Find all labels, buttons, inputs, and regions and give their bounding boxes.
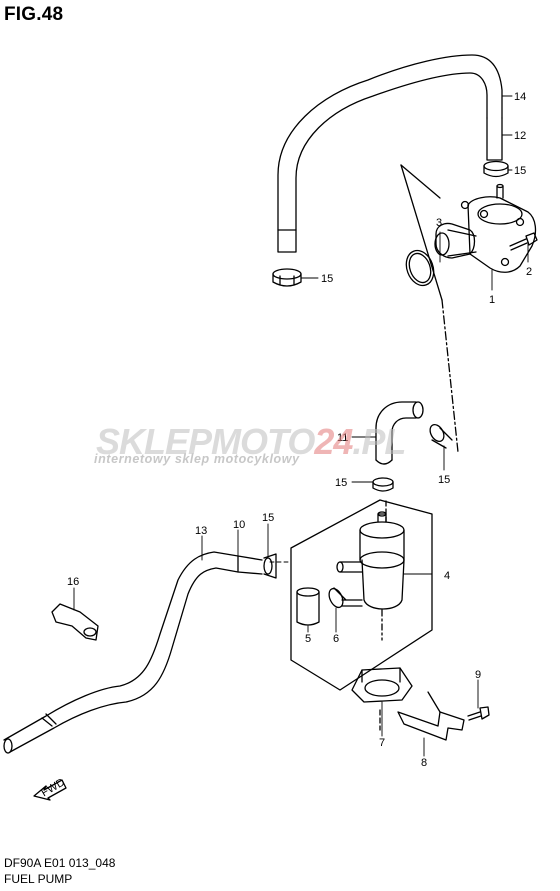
callout-7: 7 — [379, 737, 385, 749]
callout-1: 1 — [489, 294, 495, 306]
hose-part-13 — [3, 551, 263, 754]
figure-name: FUEL PUMP — [4, 872, 73, 886]
callout-15: 15 — [438, 474, 450, 486]
bracket-part-7 — [351, 667, 413, 731]
filter-group-outline — [290, 499, 433, 691]
callout-13: 13 — [195, 525, 207, 537]
bolt-part-2 — [509, 232, 538, 251]
callout-14: 14 — [514, 91, 526, 103]
clamp-part-15-left — [272, 268, 302, 287]
callout-11: 11 — [337, 432, 348, 444]
watermark-logo: SKLEPMOTO24.PL — [96, 421, 406, 462]
callout-labels: 14 12 15 3 2 1 15 11 15 15 13 10 15 4 16… — [39, 91, 532, 799]
clip-part-6 — [328, 587, 363, 609]
callout-5: 5 — [305, 633, 311, 645]
model-code: DF90A E01 013_048 — [4, 856, 116, 870]
fuel-filter-part-4 — [336, 499, 405, 641]
bracket-part-8 — [397, 691, 465, 741]
callout-6: 6 — [333, 633, 339, 645]
leader-lines — [73, 95, 529, 757]
callout-8: 8 — [421, 757, 427, 769]
callout-12: 12 — [514, 130, 526, 142]
clamp-part-15-upper — [483, 160, 509, 178]
callout-9: 9 — [475, 669, 481, 681]
callout-15: 15 — [335, 477, 347, 489]
clamp-part-15-filter — [263, 553, 277, 579]
cap-part-5 — [296, 587, 320, 626]
callout-16: 16 — [67, 576, 79, 588]
clip-part-16 — [51, 603, 99, 641]
figure-title: FIG.48 — [4, 4, 64, 25]
callout-4: 4 — [444, 570, 450, 582]
callout-15: 15 — [321, 273, 333, 285]
hose-part-11 — [375, 401, 424, 465]
fuel-pump-part-1 — [434, 183, 537, 273]
callout-3: 3 — [436, 217, 442, 229]
pump-group-outline — [400, 164, 459, 453]
callout-15: 15 — [262, 512, 274, 524]
callout-15: 15 — [514, 165, 526, 177]
watermark-tagline: internetowy sklep motocyklowy — [94, 452, 300, 466]
callout-10: 10 — [233, 519, 245, 531]
clamp-part-15-right — [429, 423, 453, 449]
hose-arch-part-14 — [277, 54, 503, 253]
callout-2: 2 — [526, 266, 532, 278]
fwd-arrow-icon — [33, 779, 67, 801]
fwd-arrow-label: FWD — [39, 776, 67, 799]
bolt-part-9 — [467, 706, 490, 721]
clamp-part-15-middle — [372, 477, 394, 492]
o-ring-part-3 — [405, 249, 435, 287]
